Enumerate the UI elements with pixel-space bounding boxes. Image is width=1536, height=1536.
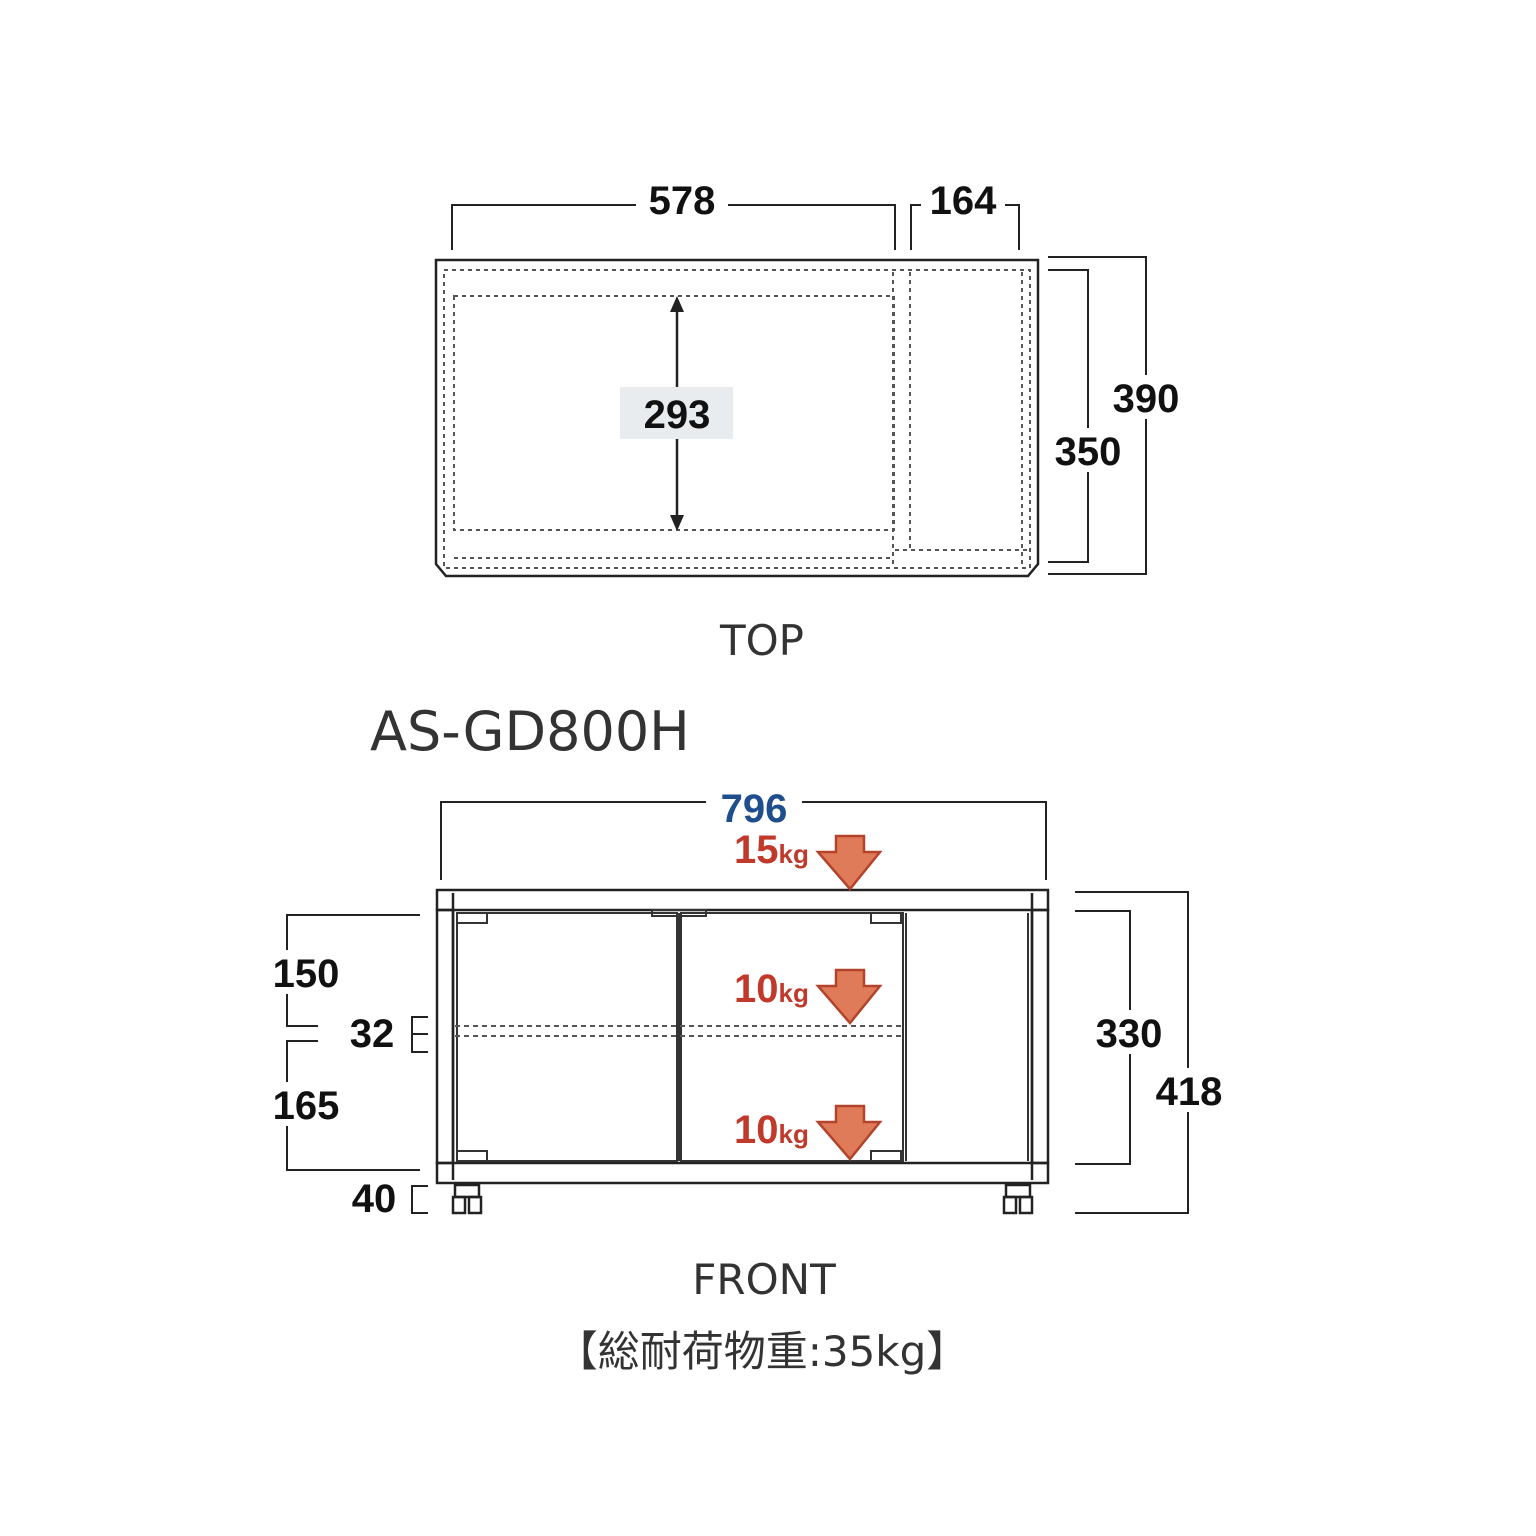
caster-right — [1002, 1183, 1034, 1215]
door-hinges — [456, 909, 902, 1162]
dim-40: 40 — [352, 1177, 397, 1221]
arrow-head-up — [670, 296, 684, 312]
load-top-unit: kg — [779, 839, 809, 869]
top-caption: TOP — [719, 616, 804, 665]
arrow-head-down — [670, 515, 684, 531]
load-middle-label: 10kg — [734, 967, 809, 1011]
load-arrow-bottom-icon — [815, 1104, 883, 1161]
shelf-hidden-lines — [455, 1025, 903, 1037]
dim-line-350 — [1048, 269, 1089, 563]
dim-578: 578 — [649, 179, 716, 223]
dim-330: 330 — [1096, 1012, 1163, 1056]
dim-line-164 — [910, 204, 1020, 250]
caster-left — [451, 1183, 483, 1215]
dim-164: 164 — [930, 179, 997, 223]
total-load-note: 【総耐荷物重:35kg】 — [556, 1327, 969, 1376]
load-top-label: 15kg — [734, 828, 809, 872]
dim-350: 350 — [1055, 430, 1122, 474]
top-outline — [434, 258, 1040, 578]
dim-150: 150 — [273, 952, 340, 996]
load-middle-value: 10 — [734, 967, 779, 1011]
load-arrow-top-icon — [815, 834, 883, 891]
front-view: 796 — [262, 787, 1234, 1376]
dim-line-578 — [451, 204, 896, 250]
top-hidden-lines — [443, 269, 1031, 569]
dim-796: 796 — [721, 787, 788, 831]
dim-390: 390 — [1113, 377, 1180, 421]
load-bottom-unit: kg — [779, 1119, 809, 1149]
cabinet-frame — [435, 888, 1050, 1185]
top-view: 578 164 293 390 350 TOP — [434, 179, 1188, 665]
dim-293-label-bg — [620, 387, 733, 439]
glass-doors — [456, 912, 1029, 1162]
load-middle-unit: kg — [779, 978, 809, 1008]
dim-418: 418 — [1156, 1070, 1223, 1114]
load-arrow-middle-icon — [815, 968, 883, 1025]
dim-32: 32 — [350, 1012, 395, 1056]
dim-165: 165 — [273, 1084, 340, 1128]
dim-line-418 — [1075, 891, 1189, 1214]
dim-line-796 — [440, 801, 1047, 880]
load-top-value: 15 — [734, 828, 779, 872]
model-name: AS-GD800H — [370, 700, 690, 763]
load-bottom-label: 10kg — [734, 1108, 809, 1152]
dim-293: 293 — [644, 393, 711, 437]
load-bottom-value: 10 — [734, 1108, 779, 1152]
front-caption: FRONT — [692, 1255, 836, 1304]
